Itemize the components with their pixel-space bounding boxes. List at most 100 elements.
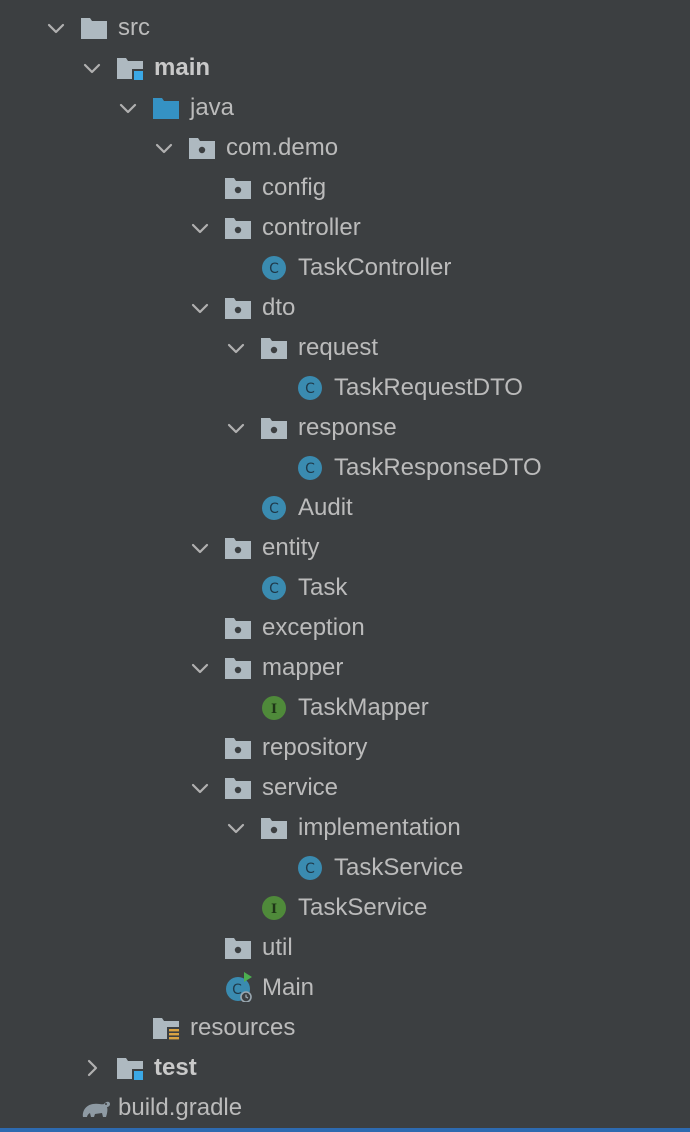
cut-off-row-fragment (80, 0, 110, 4)
class-icon: C (298, 456, 322, 480)
tree-row-implementation[interactable]: implementation (0, 808, 690, 848)
svg-text:C: C (269, 581, 279, 597)
tree-row-label: Task (298, 574, 348, 601)
tree-row-taskresponsedto[interactable]: C TaskResponseDTO (0, 448, 690, 488)
tree-row-label: TaskMapper (298, 694, 429, 721)
tree-row-label: controller (262, 214, 361, 241)
tree-row-request[interactable]: request (0, 328, 690, 368)
chevron-down-icon[interactable] (80, 56, 104, 80)
class-icon: C (298, 376, 322, 400)
chevron-down-icon[interactable] (188, 296, 212, 320)
chevron-down-icon[interactable] (188, 776, 212, 800)
tree-row-exception[interactable]: exception (0, 608, 690, 648)
gradle-elephant-icon (82, 1101, 110, 1117)
tree-row-main[interactable]: main (0, 48, 690, 88)
spring-boot-main-class-icon: C (226, 972, 252, 1002)
chevron-down-icon[interactable] (224, 816, 248, 840)
class-icon: C (262, 496, 286, 520)
svg-text:C: C (305, 861, 315, 877)
chevron-down-icon[interactable] (188, 216, 212, 240)
chevron-down-icon[interactable] (44, 16, 68, 40)
tree-row-dto[interactable]: dto (0, 288, 690, 328)
tree-row-label: Main (262, 974, 315, 1001)
tree-row-label: mapper (262, 654, 344, 681)
tree-row-label: repository (262, 734, 368, 761)
chevron-down-icon[interactable] (152, 136, 176, 160)
svg-text:C: C (305, 381, 315, 397)
class-icon: C (262, 256, 286, 280)
tree-row-response[interactable]: response (0, 408, 690, 448)
tree-row-taskservice-interface[interactable]: I TaskService (0, 888, 690, 928)
package-icon (225, 178, 251, 199)
tree-row-config[interactable]: config (0, 168, 690, 208)
tree-row-com-demo[interactable]: com.demo (0, 128, 690, 168)
resources-folder-icon (153, 1018, 180, 1041)
class-icon: C (298, 856, 322, 880)
package-icon (189, 138, 215, 159)
tree-row-label: build.gradle (118, 1094, 243, 1121)
package-icon (225, 778, 251, 799)
tree-row-label: Audit (298, 494, 353, 521)
tree-row-entity[interactable]: entity (0, 528, 690, 568)
class-icon: C (262, 576, 286, 600)
svg-text:I: I (271, 702, 277, 717)
tree-row-label: request (298, 334, 379, 361)
package-icon (225, 738, 251, 759)
tree-row-label: TaskService (298, 894, 428, 921)
tree-row-main-class[interactable]: C Main (0, 968, 690, 1008)
chevron-down-icon[interactable] (224, 336, 248, 360)
package-icon (225, 538, 251, 559)
tree-row-src[interactable]: src (0, 8, 690, 48)
package-icon (261, 338, 287, 359)
package-icon (225, 658, 251, 679)
tree-row-label: response (298, 414, 397, 441)
svg-text:C: C (269, 501, 279, 517)
tree-row-label: src (118, 14, 150, 41)
tree-row-label: com.demo (226, 134, 339, 161)
tree-row-taskcontroller[interactable]: C TaskController (0, 248, 690, 288)
horizontal-scrollbar-highlight (0, 1128, 690, 1132)
tree-row-task[interactable]: C Task (0, 568, 690, 608)
package-icon (261, 418, 287, 439)
chevron-down-icon[interactable] (188, 536, 212, 560)
tree-row-controller[interactable]: controller (0, 208, 690, 248)
package-icon (225, 938, 251, 959)
tree-row-test[interactable]: test (0, 1048, 690, 1088)
tree-row-label: test (154, 1054, 197, 1081)
source-set-folder-icon (117, 58, 144, 81)
tree-row-label: resources (190, 1014, 296, 1041)
chevron-down-icon[interactable] (116, 96, 140, 120)
svg-text:I: I (271, 902, 277, 917)
tree-row-label: TaskController (298, 254, 452, 281)
tree-row-label: entity (262, 534, 320, 561)
tree-row-taskservice-class[interactable]: C TaskService (0, 848, 690, 888)
package-icon (225, 298, 251, 319)
tree-row-service[interactable]: service (0, 768, 690, 808)
chevron-down-icon[interactable] (188, 656, 212, 680)
tree-row-label: exception (262, 614, 365, 641)
tree-row-resources[interactable]: resources (0, 1008, 690, 1048)
tree-row-taskmapper[interactable]: I TaskMapper (0, 688, 690, 728)
tree-row-label: util (262, 934, 293, 961)
tree-row-java[interactable]: java (0, 88, 690, 128)
svg-text:C: C (269, 261, 279, 277)
svg-text:C: C (305, 461, 315, 477)
tree-row-label: service (262, 774, 339, 801)
source-root-folder-icon (153, 98, 179, 119)
tree-row-label: main (154, 54, 211, 81)
tree-row-mapper[interactable]: mapper (0, 648, 690, 688)
source-set-folder-icon (117, 1058, 144, 1081)
chevron-right-icon[interactable] (80, 1056, 104, 1080)
tree-row-audit[interactable]: C Audit (0, 488, 690, 528)
tree-row-build-gradle[interactable]: build.gradle (0, 1088, 690, 1128)
package-icon (261, 818, 287, 839)
tree-row-repository[interactable]: repository (0, 728, 690, 768)
package-icon (225, 618, 251, 639)
tree-row-label: TaskService (334, 854, 464, 881)
tree-row-taskrequestdto[interactable]: C TaskRequestDTO (0, 368, 690, 408)
chevron-down-icon[interactable] (224, 416, 248, 440)
folder-icon (81, 18, 107, 39)
tree-row-util[interactable]: util (0, 928, 690, 968)
tree-row-label: dto (262, 294, 296, 321)
